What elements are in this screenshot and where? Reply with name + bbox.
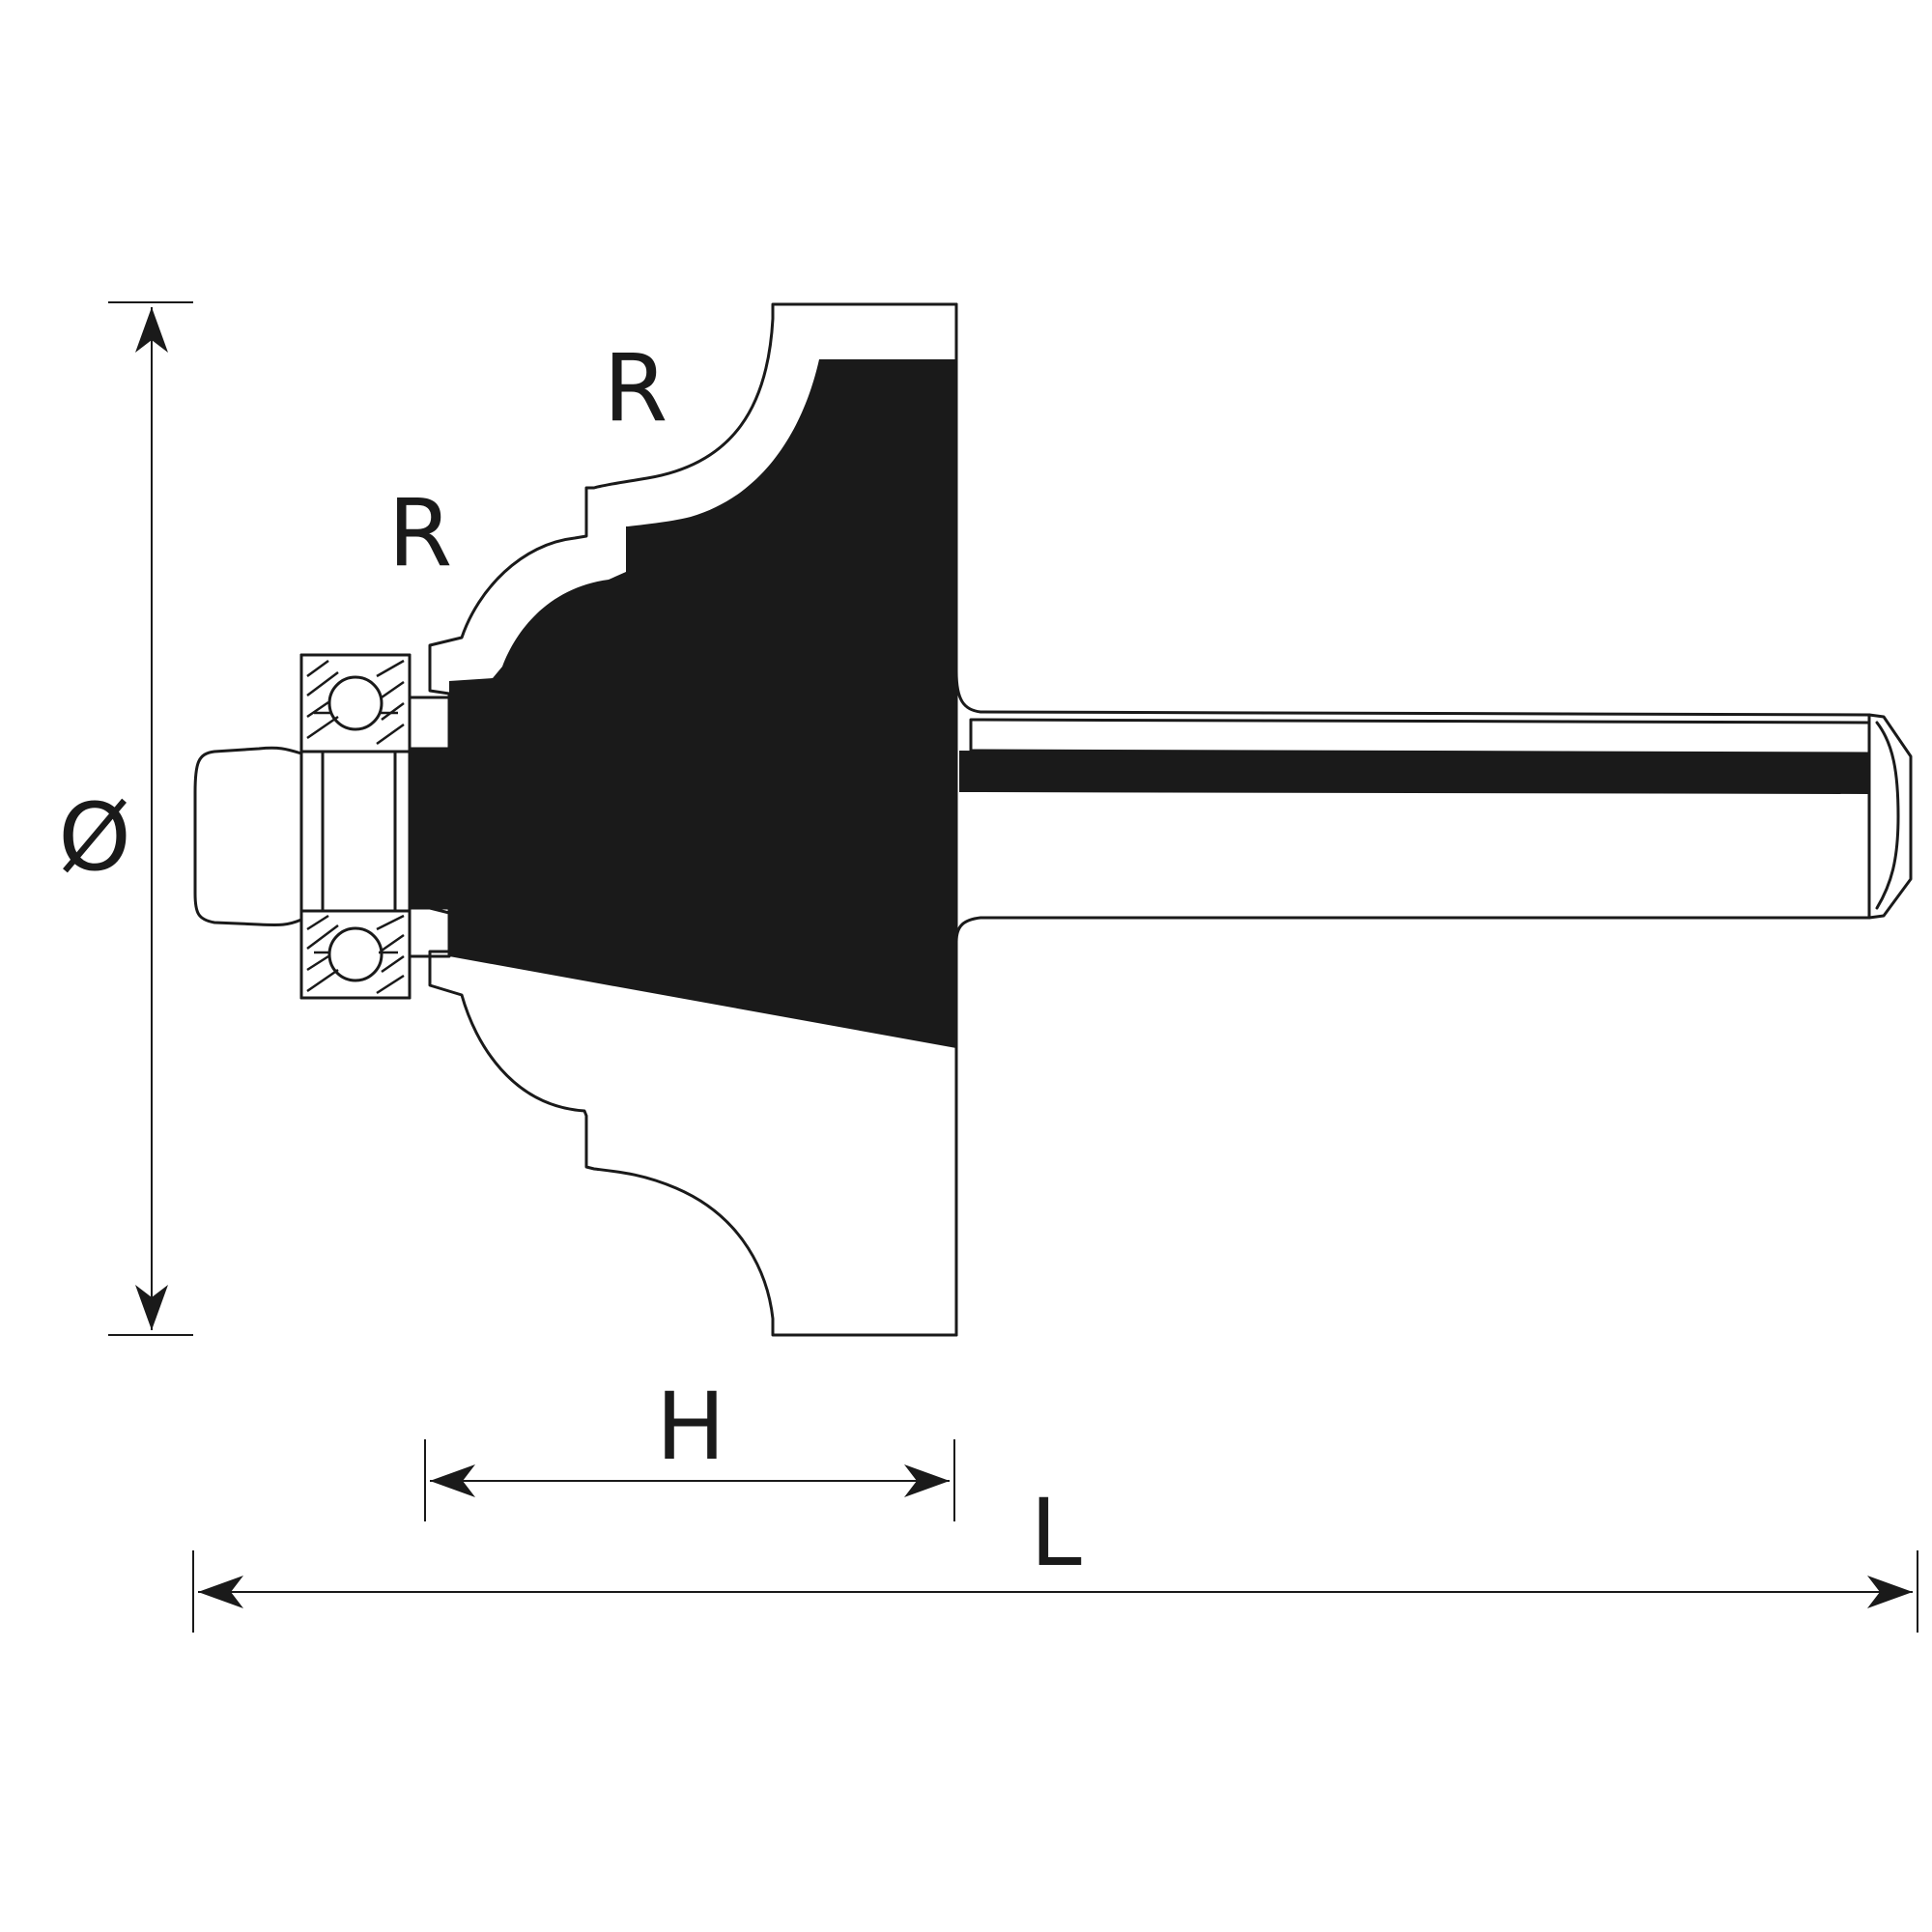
bearing-collar bbox=[408, 696, 451, 958]
collar-bottom bbox=[408, 906, 451, 958]
height-arrow-right bbox=[904, 1464, 950, 1497]
radius-label-upper: R bbox=[604, 334, 668, 442]
length-arrow-left bbox=[198, 1576, 243, 1608]
collar-top bbox=[408, 696, 451, 751]
cutter-body bbox=[428, 302, 958, 1337]
length-dimension: L bbox=[192, 1479, 1918, 1633]
height-label: H bbox=[656, 1373, 725, 1481]
bearing-ball-top bbox=[327, 675, 384, 731]
radius-label-lower: R bbox=[388, 479, 453, 587]
blade-solid-core bbox=[449, 359, 956, 1048]
shank-highlight-band bbox=[969, 718, 1871, 755]
diameter-label: Ø bbox=[58, 783, 131, 892]
bearing-ball-bottom bbox=[327, 926, 384, 982]
shank-tip-inner bbox=[1875, 721, 1900, 910]
pilot-nose bbox=[193, 746, 303, 926]
height-dimension: H bbox=[424, 1373, 955, 1521]
shank bbox=[954, 669, 1913, 944]
length-label: L bbox=[1030, 1479, 1081, 1587]
diameter-dimension: Ø bbox=[58, 301, 193, 1336]
bearing-bottom-hatching bbox=[306, 914, 405, 995]
blade-outline bbox=[428, 302, 958, 1337]
shank-dark-band bbox=[959, 751, 1869, 794]
shank-neck-top bbox=[954, 669, 1871, 717]
shank-neck-bottom bbox=[954, 916, 1871, 944]
bearing bbox=[299, 653, 412, 1000]
diameter-arrow-top bbox=[135, 307, 168, 353]
length-arrow-right bbox=[1867, 1576, 1913, 1608]
bearing-bore bbox=[321, 750, 397, 913]
diameter-arrow-bottom bbox=[135, 1285, 168, 1330]
bearing-frame bbox=[299, 653, 412, 1000]
pilot-nose-outline bbox=[193, 746, 303, 926]
height-arrow-left bbox=[430, 1464, 475, 1497]
collar-core bbox=[410, 749, 449, 908]
bearing-top-hatching bbox=[306, 659, 405, 746]
